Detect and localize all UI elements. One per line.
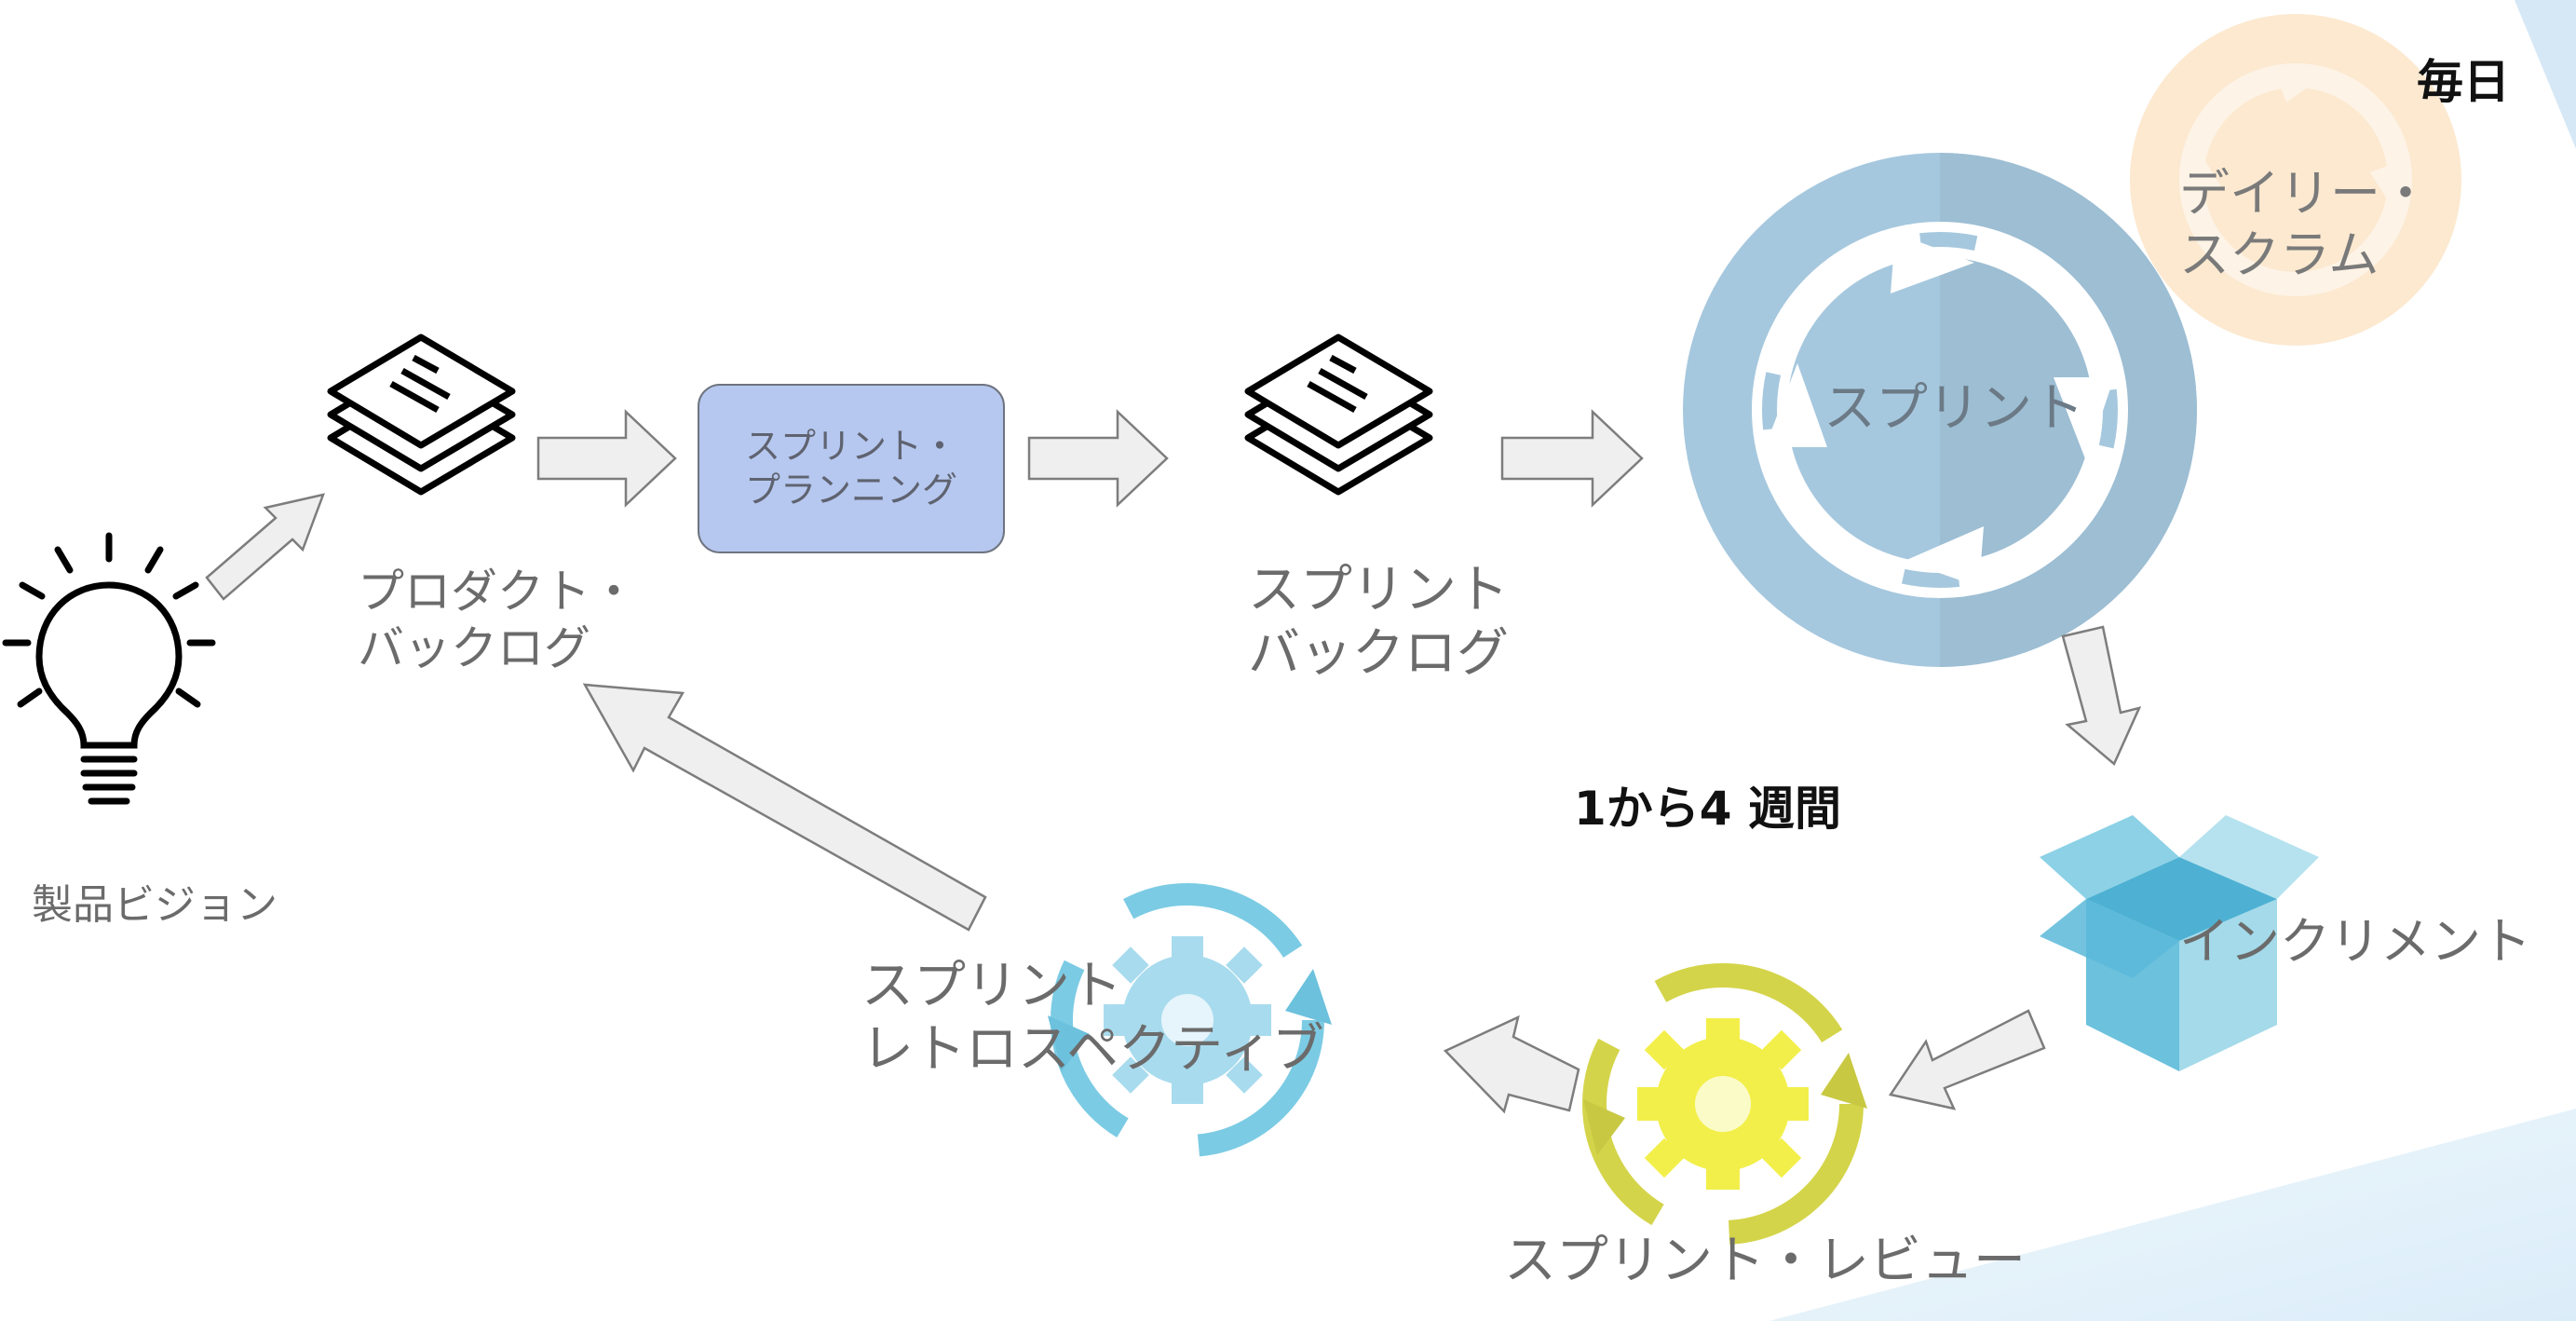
sprint-cycle-icon — [1683, 153, 2197, 667]
increment-label: インクリメント — [2179, 912, 2531, 971]
arrow-review-to-retrospective — [1443, 1015, 1580, 1114]
sprint-backlog-label: スプリント バックログ — [1248, 560, 1509, 685]
review-gear-cycle-icon — [1582, 963, 1867, 1245]
duration-label: 1から4 週間 — [1574, 782, 1841, 836]
sprint-planning-box: スプリント・ プランニング — [698, 384, 1005, 553]
open-box-icon — [2040, 815, 2319, 1071]
arrow-increment-to-review — [1888, 1009, 2046, 1110]
daily-scrum-label: デイリー・ スクラム — [2179, 164, 2431, 284]
arrow-retrospective-to-backlog — [582, 683, 987, 932]
sprint-label: スプリント — [1824, 378, 2084, 439]
arrow-vision-to-backlog — [205, 493, 325, 601]
product-vision-label: 製品ビジョン — [32, 881, 278, 929]
lightbulb-icon — [2, 532, 216, 805]
arrow-backlog-to-planning — [536, 409, 677, 508]
background-bottom-shape — [1769, 1109, 2576, 1321]
sprint-review-label: スプリント・レビュー — [1504, 1231, 2026, 1291]
product-backlog-label: プロダクト・ バックログ — [358, 565, 637, 675]
arrow-sprint-backlog-to-sprint — [1500, 409, 1644, 508]
arrow-planning-to-sprint-backlog — [1027, 409, 1169, 508]
sprint-retrospective-label: スプリント レトロスペクティブ — [861, 956, 1324, 1081]
arrow-sprint-to-increment — [2061, 625, 2142, 767]
background-corner-shape — [2515, 0, 2576, 149]
sprint-backlog-stack-icon — [1244, 334, 1433, 496]
product-backlog-stack-icon — [327, 334, 516, 496]
sprint-planning-label-line2: プランニング — [744, 470, 957, 511]
daily-label: 毎日 — [2417, 55, 2510, 109]
sprint-planning-label-line1: スプリント・ — [744, 425, 957, 467]
daily-scrum-cycle-icon — [2130, 14, 2461, 346]
